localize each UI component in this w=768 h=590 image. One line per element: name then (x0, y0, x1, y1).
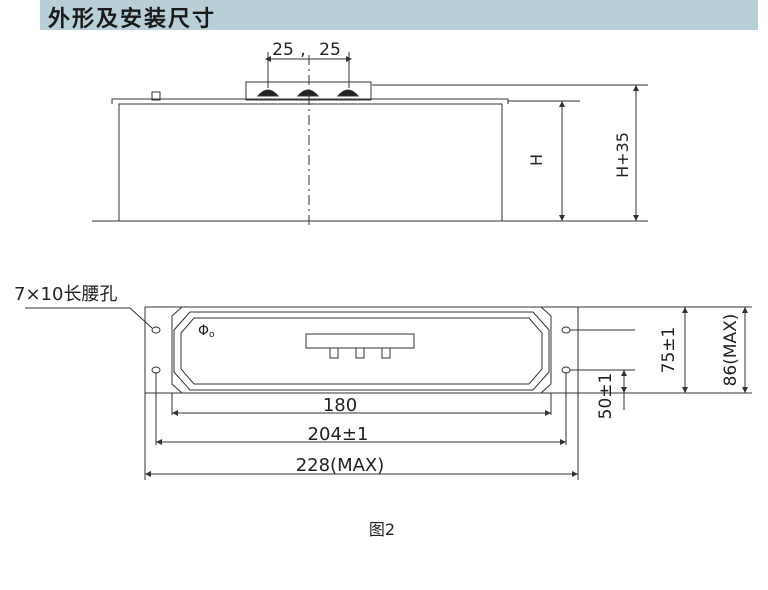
height-label: H (527, 154, 546, 166)
terminal-pin-3 (381, 347, 391, 359)
terminal-pin-1 (329, 347, 339, 359)
total-height-label: H+35 (613, 132, 632, 178)
dim-180-label: 180 (323, 395, 357, 416)
slot-hole-tl (151, 326, 161, 334)
capacitor-body (118, 103, 503, 222)
terminal-block-top (305, 333, 415, 349)
slot-callout-leader (25, 307, 153, 329)
terminal-2 (296, 89, 320, 97)
terminal-1 (256, 89, 280, 97)
figure-caption: 图2 (369, 520, 395, 539)
lid-tab (151, 91, 161, 101)
dim-204-label: 204±1 (308, 424, 369, 445)
terminal-spacing-right-label: 25 (319, 40, 341, 60)
side-view (92, 52, 648, 228)
terminal-3 (336, 89, 360, 97)
slot-callout-label: 7×10长腰孔 (14, 284, 117, 305)
phase-sub: o (209, 330, 215, 340)
body-inner-outline (180, 317, 543, 385)
terminal-spacing-separator: , (300, 40, 305, 60)
slot-hole-tr (561, 326, 571, 334)
dim50-arrows (621, 370, 627, 393)
page-title: 外形及安装尺寸 (48, 7, 217, 32)
terminal-pin-2 (355, 347, 365, 359)
body-outline (173, 311, 550, 391)
dim-50-label: 50±1 (596, 373, 616, 420)
top-view (25, 306, 752, 480)
phase-symbol: Φ (198, 323, 209, 339)
dim-86-label: 86(MAX) (721, 314, 741, 387)
dim-228-label: 228(MAX) (296, 455, 385, 476)
flange-left (144, 306, 184, 394)
title-bar: 外形及安装尺寸 (40, 0, 758, 32)
dim-75-label: 75±1 (659, 327, 679, 374)
flange-right (539, 306, 579, 394)
terminal-spacing-left-label: 25 (272, 40, 294, 60)
